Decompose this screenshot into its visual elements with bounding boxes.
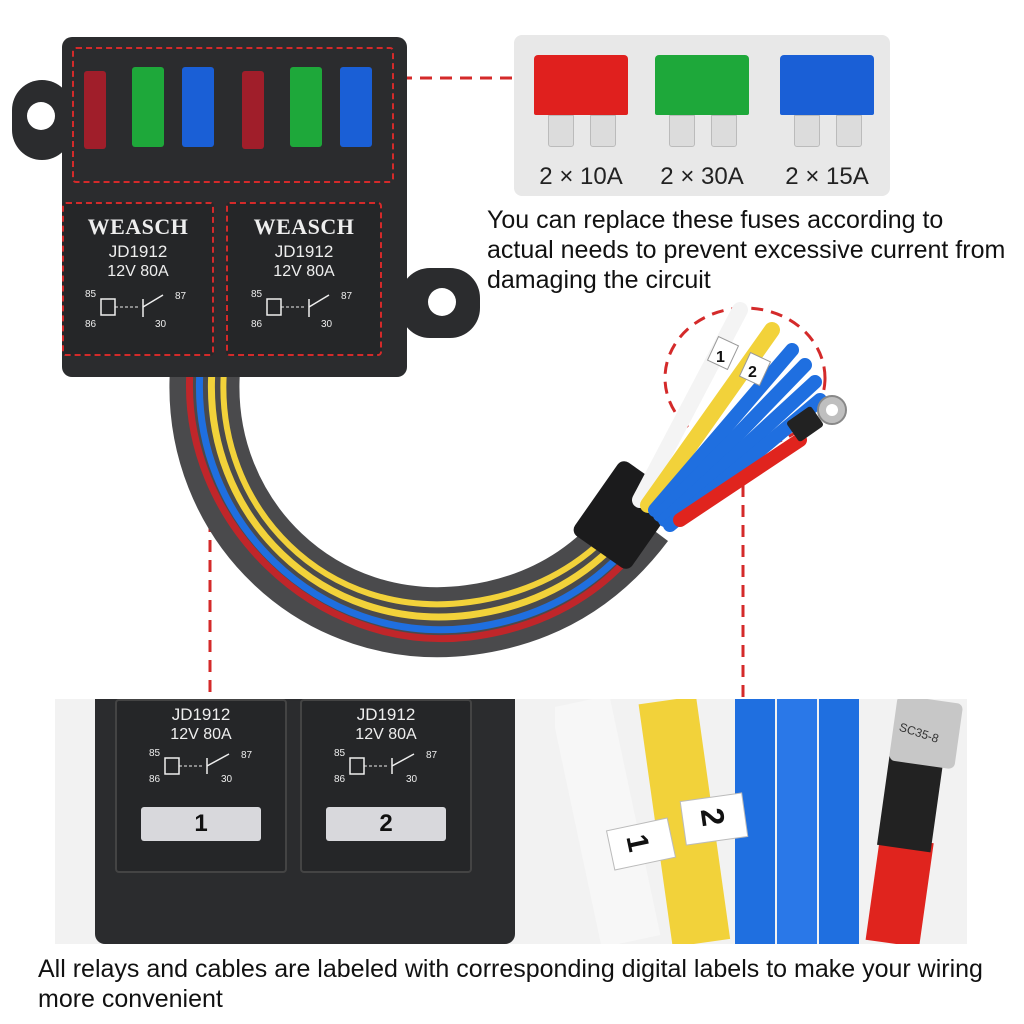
relay-2-schematic-icon: 85 86 87 30 [251,289,353,330]
svg-text:30: 30 [221,774,233,784]
fuse-15a-label: 2 × 15A [785,163,869,190]
blue-wire-3 [658,375,822,527]
svg-text:87: 87 [426,750,438,761]
detail-panel: JD1912 12V 80A 85 86 87 30 1 JD1912 12V … [55,699,967,944]
relay-2-brand: WEASCH [253,214,355,239]
wire-closeup: SC35-8 1 2 [555,699,963,944]
detail-relay-2: JD1912 12V 80A 85 86 87 30 2 [300,699,472,873]
wire-label-2-closeup [679,792,749,846]
detail-relay-1: JD1912 12V 80A 85 86 87 30 1 [115,699,287,873]
relay-1-brand: WEASCH [87,214,189,239]
fuse-30a-label: 2 × 30A [660,163,744,190]
svg-text:87: 87 [241,750,253,761]
wire-label-2-text: 2 [694,806,732,829]
fuse-note: You can replace these fuses according to… [487,206,1006,294]
detail-relay-2-model: JD1912 [356,705,416,724]
svg-text:85: 85 [149,748,161,759]
detail-relay-2-spec: 12V 80A [355,726,417,743]
relay-2-spec: 12V 80A [273,263,335,280]
blue-stripe [195,369,648,634]
terminal-heatshrink [876,755,944,853]
yellow-stripe-2 [220,369,637,608]
relay-1-schematic-icon: 85 86 87 30 [85,289,187,330]
svg-text:30: 30 [155,319,167,329]
svg-text:86: 86 [251,319,263,329]
wire-label-circle [663,306,827,450]
svg-text:85: 85 [251,289,263,300]
fuse-15a: 2 × 15A [780,55,874,190]
fuse-legend-panel: 2 × 10A 2 × 30A 2 × 15A [514,35,890,196]
relay-2: WEASCH JD1912 12V 80A 85 86 87 30 [226,202,382,356]
terminal-sleeve [787,406,823,442]
red-wire-closeup [865,835,934,944]
red-stripe [186,369,653,642]
green-fuse-icon [132,67,164,147]
wire-label-1-text: 1 [619,832,655,855]
detail-relay-1-spec: 12V 80A [170,726,232,743]
wire-label-1-closeup [605,817,677,871]
blue-wire-closeup-2 [777,699,817,944]
mounting-ear-right [400,268,480,338]
svg-text:86: 86 [334,774,346,784]
blue-wire-2 [653,358,812,522]
relay-2-model: JD1912 [274,242,334,261]
wire-tag-1 [706,335,740,371]
svg-text:86: 86 [149,774,161,784]
relay-1-model: JD1912 [108,242,168,261]
svg-text:86: 86 [85,319,97,329]
red-fuse-icon [534,55,628,115]
bottom-note: All relays and cables are labeled with c… [38,955,983,1013]
braided-sleeve [169,367,668,658]
green-fuse-icon [290,67,322,147]
svg-text:85: 85 [85,289,97,300]
wire-tag-1-text: 1 [716,349,725,366]
detail-relay-1-model: JD1912 [171,705,231,724]
wire-tag-2 [738,351,772,387]
ring-terminal-closeup-icon [889,699,963,769]
blue-fuse-icon [182,67,214,147]
red-fuse-icon [242,71,264,149]
blue-fuse-icon [780,55,874,115]
green-fuse-icon [655,55,749,115]
red-fuse-icon [84,71,106,149]
fuse-10a-label: 2 × 10A [539,163,623,190]
relay-1-spec: 12V 80A [107,263,169,280]
svg-text:87: 87 [175,291,187,302]
blue-fuse-icon [340,67,372,147]
harness-illustration: 1 2 [169,76,847,700]
svg-text:30: 30 [321,319,333,329]
white-wire-closeup [555,699,661,944]
relay-tag-1: 1 [141,807,261,841]
relay-tag-2: 2 [326,807,446,841]
svg-text:87: 87 [341,291,353,302]
blue-wire-closeup-3 [819,699,859,944]
fuse-30a: 2 × 30A [655,55,749,190]
yellow-stripe [207,369,643,621]
blue-wire-1 [648,343,799,517]
detail-relay-2-schematic-icon: 85 86 87 30 [334,748,438,785]
relay-fuse-box: WEASCH JD1912 12V 80A 85 86 87 30 WEASCH… [62,37,407,377]
relay-1: WEASCH JD1912 12V 80A 85 86 87 30 [62,202,214,356]
detail-relay-1-schematic-icon: 85 86 87 30 [149,748,253,785]
wire-tag-2-text: 2 [748,364,757,381]
fuse-10a: 2 × 10A [534,55,628,190]
red-wire [673,433,807,527]
fuse-bay [72,47,394,183]
svg-text:30: 30 [406,774,418,784]
svg-text:85: 85 [334,748,346,759]
